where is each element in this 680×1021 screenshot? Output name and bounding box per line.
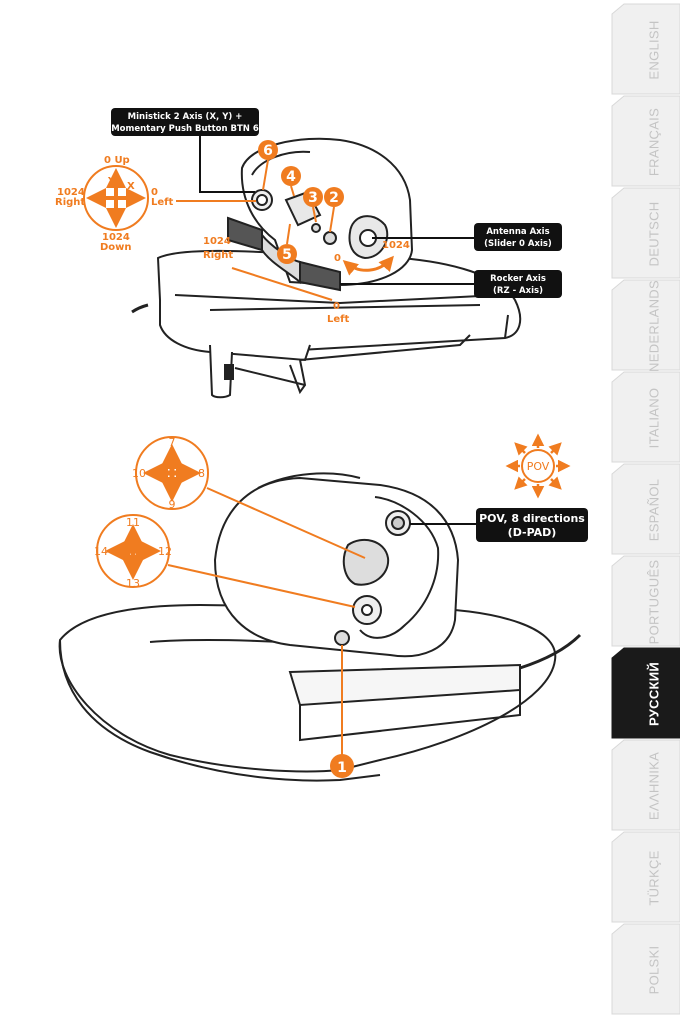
hat-b-up: 11 [126,516,140,529]
language-tab-11[interactable]: POLSKI [612,924,680,1014]
hat-b-down: 13 [126,577,140,590]
button-badge-6: 6 [258,140,278,160]
compass-up-label: 0 Up [104,155,130,166]
compass-x-label: X [127,181,135,192]
language-tab-1[interactable]: ENGLISH [612,4,680,94]
svg-text:3: 3 [308,190,318,206]
language-tab-4[interactable]: NEDERLANDS [612,280,680,372]
language-tab-label: DEUTSCH [646,202,661,267]
svg-text:1: 1 [337,760,347,776]
bottom-throttle-diagram: 7 10 8 9 11 14 12 13 POV [60,436,588,781]
rocker-right-label: Left [327,314,350,325]
pov-callout-line2: (D-PAD) [508,526,557,539]
rocker-right-value: 0 [333,301,340,312]
compass-down-label: Down [100,242,132,253]
hat-b-right: 12 [158,545,172,558]
language-tab-label: FRANÇAIS [646,108,661,176]
button-badge-3: 3 [303,187,323,207]
pov-callout-line1: POV, 8 directions [479,512,585,525]
antenna-callout-line2: (Slider 0 Axis) [484,239,552,249]
svg-text:4: 4 [286,169,296,185]
language-tab-7[interactable]: PORTUGUÊS [612,556,680,646]
language-tab-label: TÜRKÇE [646,850,661,905]
language-tab-9[interactable]: ΕΛΛΗΝΙΚΑ [612,740,680,830]
compass-left-label: Right [55,197,85,208]
language-tab-2[interactable]: FRANÇAIS [612,96,680,186]
button-badge-4: 4 [281,166,301,186]
throttle-body-illustration [215,473,458,656]
antenna-callout-line1: Antenna Axis [486,227,549,237]
language-tab-label: POLSKI [646,946,661,995]
language-tab-label: PORTUGUÊS [646,560,661,645]
language-tab-3[interactable]: DEUTSCH [612,188,680,278]
svg-text:2: 2 [329,190,339,206]
svg-text:5: 5 [282,247,292,263]
language-tab-label: ENGLISH [646,20,661,79]
hat-b-left: 14 [94,545,108,558]
language-tab-label: ESPAÑOL [646,479,661,542]
button-badge-2: 2 [324,187,344,207]
svg-text:6: 6 [263,143,273,159]
language-tab-10[interactable]: TÜRKÇE [612,832,680,922]
rocker-left-value: 1024 [203,236,231,247]
compass-y-label: Y [107,176,116,187]
hat-switch-b-diagram: 11 14 12 13 [94,515,172,590]
hat-switch-a-diagram: 7 10 8 9 [132,436,208,511]
antenna-min-label: 0 [334,253,341,264]
top-throttle-diagram: 0 Up Y X 0 Left 1024 Right 1024 Down Min… [55,108,562,397]
button-badge-1: 1 [330,754,354,778]
ministick-callout-line1: Ministick 2 Axis (X, Y) + [128,112,243,122]
button-badge-5: 5 [277,244,297,264]
rocker-left-label: Right [203,250,233,261]
language-tab-label: NEDERLANDS [646,280,661,372]
ministick-callout-line2: Momentary Push Button BTN 6 [111,124,259,134]
pov-icon-label: POV [527,460,550,473]
hat-a-left: 10 [132,467,146,480]
hat-a-up: 7 [169,436,176,449]
compass-right-label: Left [151,197,174,208]
language-tab-label: РУССКИЙ [646,662,661,726]
ministick-axis-compass: 0 Up Y X 0 Left 1024 Right 1024 Down [55,155,174,253]
language-tab-label: ITALIANO [646,388,661,449]
language-tab-bar: ENGLISH FRANÇAIS DEUTSCH NEDERLANDS ITALIANO… [612,4,680,1014]
pov-8-direction-icon: POV [508,436,568,496]
hat-a-right: 8 [198,467,205,480]
rocker-callout-line2: (RZ - Axis) [493,286,543,296]
language-tab-8[interactable]: РУССКИЙ [612,648,680,738]
antenna-max-label: 1024 [382,240,410,251]
hat-a-down: 9 [169,498,176,511]
rocker-callout-line1: Rocker Axis [490,274,546,284]
language-tab-6[interactable]: ESPAÑOL [612,464,680,554]
language-tab-5[interactable]: ITALIANO [612,372,680,462]
language-tab-label: ΕΛΛΗΝΙΚΑ [646,752,661,820]
